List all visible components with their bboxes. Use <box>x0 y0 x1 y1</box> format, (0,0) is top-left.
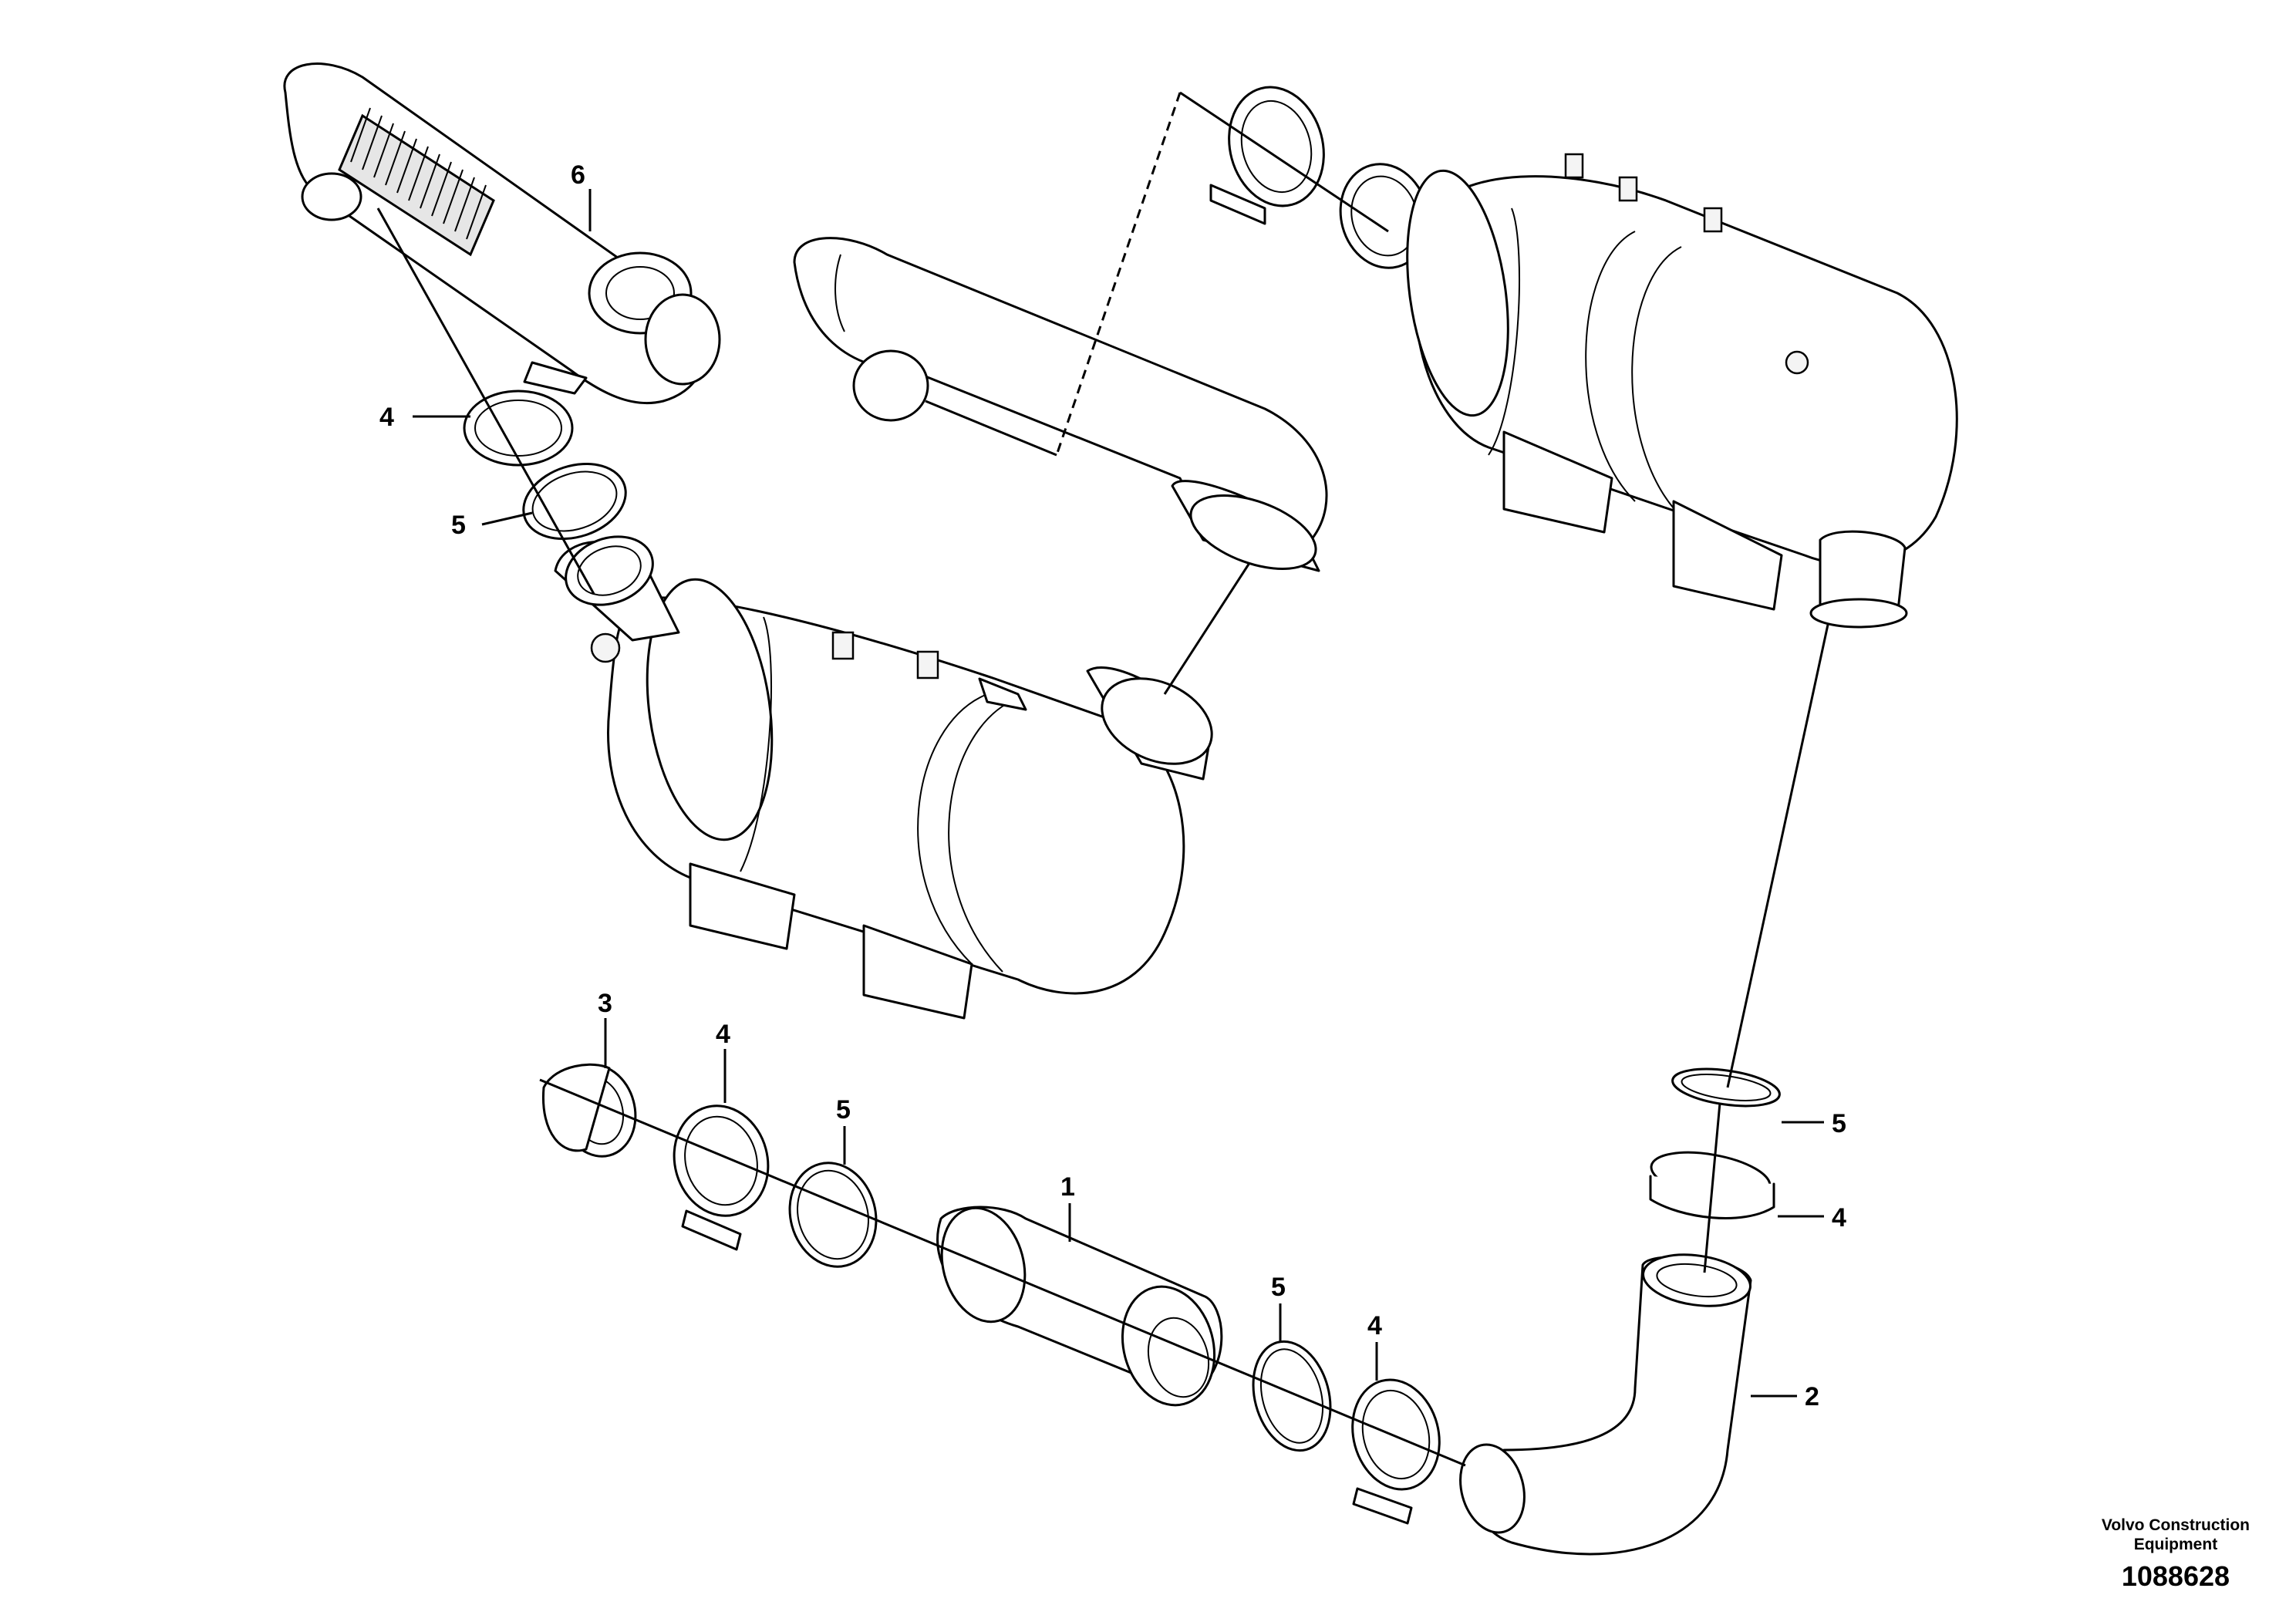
gasket-part-5-lower-left <box>788 1162 878 1268</box>
aftertreatment-canister-left <box>554 535 1213 1020</box>
adapter-part-3 <box>541 1063 637 1158</box>
callout-4-right: 4 <box>1832 1203 1846 1233</box>
document-number: 1088628 <box>2121 1560 2230 1592</box>
elbow-pipe-center <box>793 237 1328 572</box>
v-clamp-top-center <box>1209 86 1325 225</box>
flex-pipe-part-6 <box>283 62 721 405</box>
straight-pipe-part-1 <box>936 1206 1223 1407</box>
v-clamp-part-4-middle <box>1351 1378 1441 1525</box>
callout-2: 2 <box>1805 1382 1819 1411</box>
footer-block: Volvo Construction Equipment 1088628 <box>2102 1516 2250 1593</box>
callout-5-right: 5 <box>1832 1109 1846 1138</box>
gasket-part-5-right <box>1671 1067 1781 1108</box>
callout-leaders <box>413 189 1824 1398</box>
aftertreatment-canister-right <box>1406 153 1958 629</box>
gasket-part-5-upper-left <box>522 462 627 541</box>
callout-4-lower-left: 4 <box>716 1020 730 1049</box>
callout-1: 1 <box>1060 1172 1075 1202</box>
callout-numbers: 6 4 5 3 4 5 1 5 4 2 4 5 <box>379 160 1846 1411</box>
callout-5-upper-left: 5 <box>451 511 466 540</box>
v-clamp-part-4-lower-left <box>673 1104 770 1251</box>
callout-5-middle: 5 <box>1271 1273 1286 1302</box>
callout-6: 6 <box>571 160 585 190</box>
gasket-part-5-middle <box>1252 1340 1332 1452</box>
callout-4-upper-left: 4 <box>379 403 394 432</box>
callout-3: 3 <box>598 989 612 1018</box>
callout-4-middle: 4 <box>1367 1311 1382 1340</box>
brand-line-2: Equipment <box>2133 1536 2218 1553</box>
v-clamp-part-4-upper-left <box>463 361 588 467</box>
callout-5-lower-left: 5 <box>836 1095 851 1125</box>
brand-line-1: Volvo Construction <box>2101 1516 2250 1534</box>
elbow-pipe-part-2 <box>1459 1253 1752 1556</box>
v-clamp-part-4-right <box>1649 1151 1775 1219</box>
assembly-lines <box>376 91 1829 1467</box>
